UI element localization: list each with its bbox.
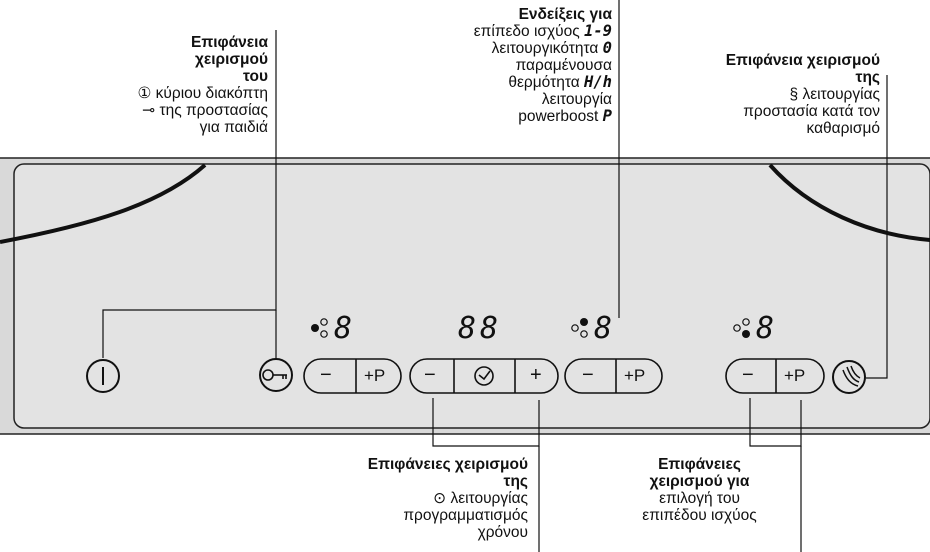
callout-line: για παιδιά: [199, 119, 268, 136]
callout-line: προστασία κατά τον: [743, 103, 880, 120]
callout-title: Ενδείξεις για: [518, 6, 612, 23]
callout-line: της προστασίας: [159, 102, 268, 119]
zone2-indicator-dots: [571, 318, 588, 338]
child-lock-button[interactable]: [259, 358, 293, 392]
clock-icon: [474, 366, 494, 386]
callout-line: παραμένουσα: [515, 57, 612, 74]
callout-line: powerboost: [518, 108, 599, 125]
zone1-plus-label: +P: [364, 366, 386, 385]
main-switch-callout: Επιφάνεια χειρισμού του ① κύριου διακόπτ…: [78, 34, 268, 136]
clock-small-icon: ⊙: [433, 490, 447, 507]
zero-symbol: 0: [602, 39, 612, 57]
leader-lines: [102, 0, 888, 552]
callout-line: λειτουργικότητα: [491, 40, 599, 57]
powerboost-symbol: P: [602, 107, 612, 125]
callout-line: λειτουργίας: [450, 490, 528, 507]
zone2-plus-label: +P: [624, 366, 646, 385]
zone1-indicator-dots: [311, 318, 328, 338]
main-switch-button[interactable]: [86, 359, 120, 393]
indicators-callout: Ενδείξεις για επίπεδο ισχύος 1-9 λειτουρ…: [392, 6, 612, 125]
right-cooking-zone-arc: [768, 163, 930, 242]
callout-title: Επιφάνειες χειρισμού: [367, 456, 528, 473]
callout-title: της: [855, 69, 880, 86]
power-level-symbol: 1-9: [584, 22, 612, 40]
zone2-display: 8: [594, 311, 617, 346]
zone3-power-buttons[interactable]: [725, 358, 825, 394]
callout-line: προγραμματισμός: [403, 507, 528, 524]
key-icon: ⊸: [142, 102, 156, 119]
callout-line: λειτουργίας: [802, 86, 880, 103]
glass-surface: [13, 163, 930, 429]
callout-line: λειτουργία: [541, 91, 612, 108]
callout-line: καθαρισμό: [806, 120, 880, 137]
callout-title: Επιφάνεια: [191, 34, 268, 51]
zone1-display: 8: [334, 311, 357, 346]
callout-title: Επιφάνειες: [658, 456, 741, 473]
callout-title: χειρισμού για: [649, 473, 750, 490]
cleaning-icon: §: [789, 86, 799, 103]
zone2-power-buttons[interactable]: [564, 358, 663, 394]
callout-line: επιλογή του: [659, 490, 740, 507]
cleaning-protection-button[interactable]: [832, 360, 866, 394]
power-level-callout: Επιφάνειες χειρισμού για επιλογή του επι…: [607, 456, 792, 524]
callout-title: της: [503, 473, 528, 490]
zone3-minus-label: −: [742, 364, 754, 386]
timer-minus-label: −: [424, 364, 436, 386]
callout-line: χρόνου: [477, 524, 528, 541]
callout-line: ① κύριου διακόπτη: [137, 85, 268, 102]
zone1-minus-label: −: [320, 364, 332, 386]
callout-title: χειρισμού: [194, 51, 268, 68]
residual-heat-symbol: H/h: [584, 73, 612, 91]
callout-line: επιπέδου ισχύος: [642, 507, 757, 524]
timer-plus-label: +: [530, 364, 542, 386]
cleaning-callout: Επιφάνεια χειρισμού της § λειτουργίας πρ…: [620, 52, 880, 137]
zone3-plus-label: +P: [784, 366, 806, 385]
timer-display: 88: [458, 311, 503, 346]
zone3-indicator-dots: [733, 318, 750, 338]
left-cooking-zone-arc: [0, 163, 207, 244]
callout-line: επίπεδο ισχύος: [473, 23, 580, 40]
zone2-minus-label: −: [582, 364, 594, 386]
callout-title: Επιφάνεια χειρισμού: [725, 52, 880, 69]
callout-title: του: [243, 68, 268, 85]
timer-buttons[interactable]: [409, 358, 559, 394]
zone3-display: 8: [756, 311, 779, 346]
callout-line: θερμότητα: [508, 74, 580, 91]
timer-callout: Επιφάνειες χειρισμού της ⊙ λειτουργίας π…: [298, 456, 528, 541]
zone1-power-buttons[interactable]: [303, 358, 402, 394]
